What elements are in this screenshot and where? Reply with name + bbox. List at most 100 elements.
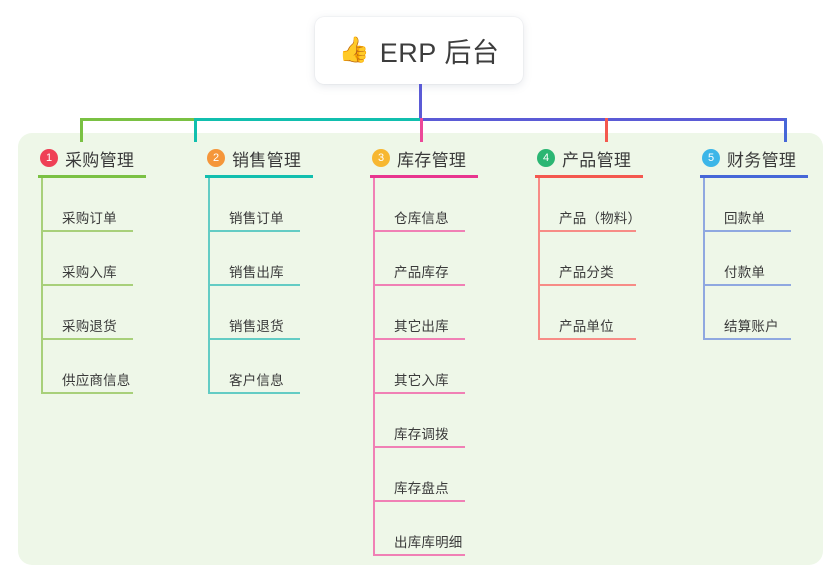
branch-item-label: 出库库明细 [394, 535, 463, 550]
thumbs-up-icon: 👍 [338, 36, 370, 64]
connector-drop-1 [80, 118, 83, 142]
branch-item-label: 产品单位 [559, 319, 614, 334]
branch-number-badge: 5 [702, 149, 720, 167]
branch-column-procurement: 1 采购管理采购订单采购入库采购退货供应商信息 [38, 146, 146, 394]
branch-item[interactable]: 采购入库 [38, 232, 146, 286]
branch-item-rule [41, 230, 133, 232]
connector-drop-2 [194, 118, 197, 142]
root-node-title: ERP 后台 [379, 38, 500, 68]
branch-number-badge: 1 [40, 149, 58, 167]
branch-spine [538, 178, 540, 340]
branch-column-sales: 2 销售管理销售订单销售出库销售退货客户信息 [205, 146, 313, 394]
branch-item[interactable]: 采购订单 [38, 178, 146, 232]
connector-bus-segment-1 [80, 118, 197, 121]
branch-item[interactable]: 销售出库 [205, 232, 313, 286]
branch-item-rule [373, 500, 465, 502]
connector-bus-segment-2 [194, 118, 423, 121]
branch-item-rule [538, 338, 636, 340]
branch-item-rule [373, 554, 465, 556]
branch-item[interactable]: 客户信息 [205, 340, 313, 394]
branch-spine [208, 178, 210, 394]
branch-spine [373, 178, 375, 556]
branch-item-label: 回款单 [724, 211, 766, 226]
branch-item-rule [538, 284, 636, 286]
branch-spine [703, 178, 705, 340]
branch-item-rule [373, 446, 465, 448]
branch-item-rule [703, 338, 791, 340]
branch-item[interactable]: 库存调拨 [370, 394, 478, 448]
branch-number-badge: 4 [537, 149, 555, 167]
branch-item-rule [41, 392, 133, 394]
connector-drop-4 [605, 118, 608, 142]
branch-item-label: 销售订单 [229, 211, 284, 226]
branch-header-rule [370, 175, 478, 178]
branch-item-label: 其它入库 [394, 373, 449, 388]
branch-item-label: 产品（物料） [559, 211, 642, 226]
branch-header-rule [38, 175, 146, 178]
branch-header-sales[interactable]: 2 销售管理 [205, 146, 313, 170]
branch-item-label: 结算账户 [724, 319, 779, 334]
branch-item-rule [41, 284, 133, 286]
branch-spine [41, 178, 43, 394]
branch-item[interactable]: 销售订单 [205, 178, 313, 232]
branch-item-rule [208, 230, 300, 232]
branch-item-label: 产品分类 [559, 265, 614, 280]
root-node-card[interactable]: 👍 ERP 后台 [315, 17, 523, 84]
branch-item[interactable]: 其它入库 [370, 340, 478, 394]
branch-item[interactable]: 产品单位 [535, 286, 643, 340]
branch-number-badge: 2 [207, 149, 225, 167]
branch-item-label: 付款单 [724, 265, 766, 280]
connector-trunk [419, 84, 422, 121]
branch-item-rule [538, 230, 636, 232]
branch-header-product[interactable]: 4 产品管理 [535, 146, 643, 170]
branch-number-badge: 3 [372, 149, 390, 167]
branch-item-label: 仓库信息 [394, 211, 449, 226]
branch-item-label: 采购订单 [62, 211, 117, 226]
connector-bus-segment-3 [420, 118, 787, 121]
branch-item[interactable]: 其它出库 [370, 286, 478, 340]
branch-title: 采购管理 [65, 150, 135, 170]
branch-item[interactable]: 回款单 [700, 178, 808, 232]
branch-item-rule [208, 338, 300, 340]
branch-item[interactable]: 库存盘点 [370, 448, 478, 502]
branch-item[interactable]: 产品库存 [370, 232, 478, 286]
branch-header-rule [700, 175, 808, 178]
branch-item-label: 库存调拨 [394, 427, 449, 442]
branch-item-label: 销售出库 [229, 265, 284, 280]
branch-item[interactable]: 销售退货 [205, 286, 313, 340]
branch-item[interactable]: 结算账户 [700, 286, 808, 340]
branch-item-rule [373, 338, 465, 340]
branch-item[interactable]: 出库库明细 [370, 502, 478, 556]
branch-item-rule [373, 284, 465, 286]
branch-header-rule [535, 175, 643, 178]
branch-items-procurement: 采购订单采购入库采购退货供应商信息 [38, 178, 146, 394]
branch-header-procurement[interactable]: 1 采购管理 [38, 146, 146, 170]
branch-item[interactable]: 产品（物料） [535, 178, 643, 232]
branch-item-label: 库存盘点 [394, 481, 449, 496]
branch-items-sales: 销售订单销售出库销售退货客户信息 [205, 178, 313, 394]
connector-drop-3 [420, 118, 423, 142]
branch-title: 销售管理 [232, 150, 302, 170]
branch-item-rule [373, 392, 465, 394]
branch-item-rule [208, 284, 300, 286]
branch-item[interactable]: 采购退货 [38, 286, 146, 340]
branch-item-label: 采购退货 [62, 319, 117, 334]
branch-item[interactable]: 供应商信息 [38, 340, 146, 394]
branch-item-label: 客户信息 [229, 373, 284, 388]
branch-item[interactable]: 仓库信息 [370, 178, 478, 232]
branch-item-rule [703, 230, 791, 232]
branch-items-product: 产品（物料） 产品分类产品单位 [535, 178, 643, 340]
branch-item-rule [373, 230, 465, 232]
branch-item-rule [208, 392, 300, 394]
branch-item[interactable]: 产品分类 [535, 232, 643, 286]
branch-item-label: 供应商信息 [62, 373, 131, 388]
branch-header-rule [205, 175, 313, 178]
branch-item[interactable]: 付款单 [700, 232, 808, 286]
branch-title: 产品管理 [562, 150, 632, 170]
connector-drop-5 [784, 118, 787, 142]
